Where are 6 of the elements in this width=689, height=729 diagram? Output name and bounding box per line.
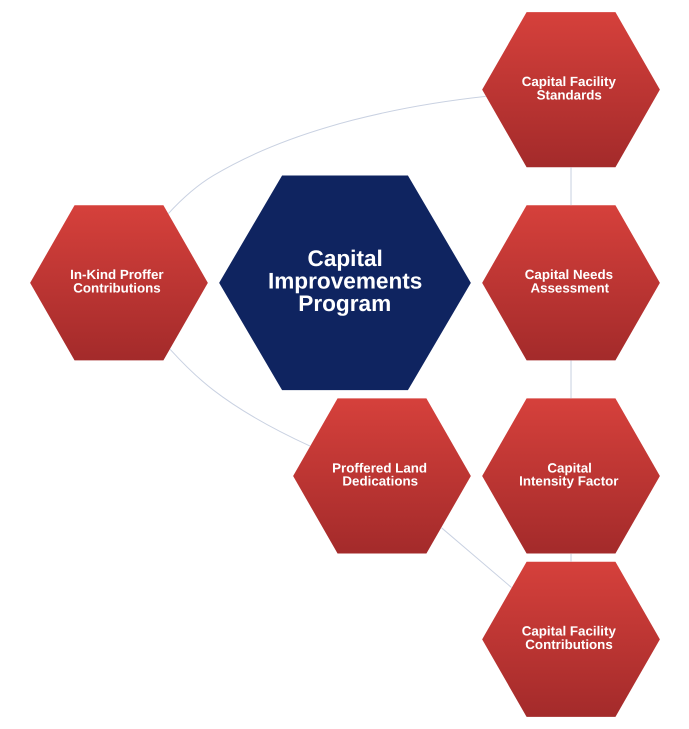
connector (570, 360, 572, 398)
connector (570, 554, 572, 562)
connector (169, 348, 310, 447)
connector (570, 167, 572, 206)
connector (167, 96, 486, 214)
connector (440, 527, 512, 588)
